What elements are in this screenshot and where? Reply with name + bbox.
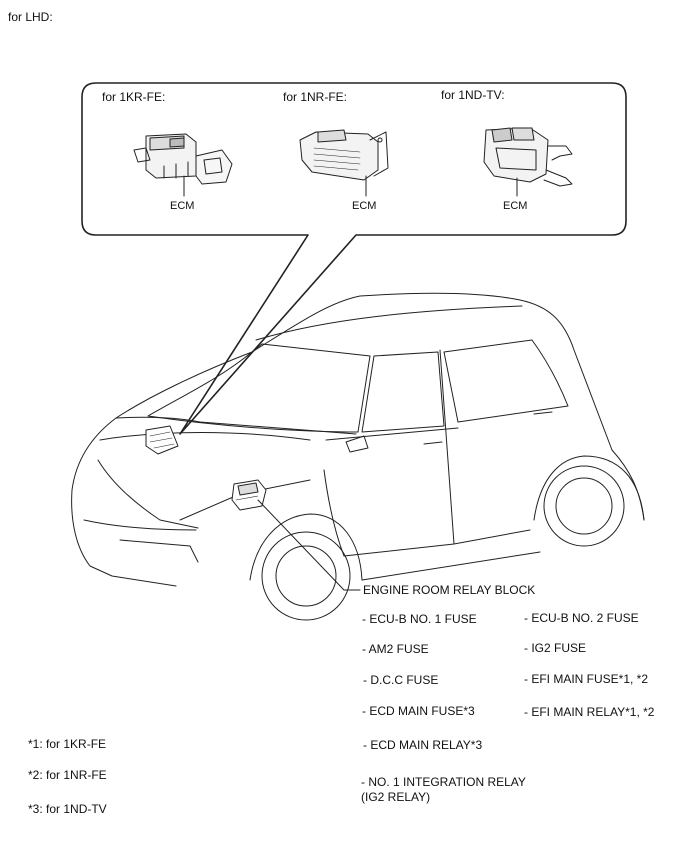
- variant-label-1nr-fe: for 1NR-FE:: [283, 90, 348, 104]
- relay-item-ecd-main-fuse: - ECD MAIN FUSE*3: [362, 704, 475, 718]
- ecm-label-1nr-fe: ECM: [352, 200, 377, 212]
- ecm-label-1nd-tv: ECM: [503, 200, 528, 212]
- ecm-location-on-car: [145, 425, 179, 455]
- relay-item-ig2-relay: (IG2 RELAY): [361, 790, 431, 804]
- ecm-1nr-fe-icon: [299, 129, 389, 197]
- relay-item-dcc-fuse: - D.C.C FUSE: [363, 673, 439, 687]
- relay-item-ig2-fuse: - IG2 FUSE: [524, 641, 587, 655]
- relay-block-title: ENGINE ROOM RELAY BLOCK: [363, 583, 536, 597]
- relay-item-efi-main-fuse: - EFI MAIN FUSE*1, *2: [524, 672, 649, 686]
- relay-block-leader-line: [257, 499, 361, 591]
- footnote-3: *3: for 1ND-TV: [28, 802, 107, 816]
- ecm-1kr-fe-icon: [133, 133, 233, 197]
- relay-item-ecu-b-no2-fuse: - ECU-B NO. 2 FUSE: [524, 611, 639, 625]
- car-outline: [71, 292, 645, 621]
- relay-block-location-on-car: [231, 479, 267, 511]
- footnote-2: *2: for 1NR-FE: [28, 768, 107, 782]
- footnote-1: *1: for 1KR-FE: [28, 737, 107, 751]
- relay-item-no1-integration-relay: - NO. 1 INTEGRATION RELAY: [361, 775, 526, 789]
- ecm-1nd-tv-icon: [483, 127, 573, 197]
- variant-label-1nd-tv: for 1ND-TV:: [441, 88, 505, 102]
- relay-item-ecd-main-relay: - ECD MAIN RELAY*3: [363, 738, 483, 752]
- page-heading: for LHD:: [8, 10, 53, 24]
- relay-item-am2-fuse: - AM2 FUSE: [362, 642, 429, 656]
- ecm-label-1kr-fe: ECM: [170, 200, 195, 212]
- relay-item-ecu-b-no1-fuse: - ECU-B NO. 1 FUSE: [362, 612, 477, 626]
- relay-item-efi-main-relay: - EFI MAIN RELAY*1, *2: [524, 705, 655, 719]
- variant-label-1kr-fe: for 1KR-FE:: [102, 90, 166, 104]
